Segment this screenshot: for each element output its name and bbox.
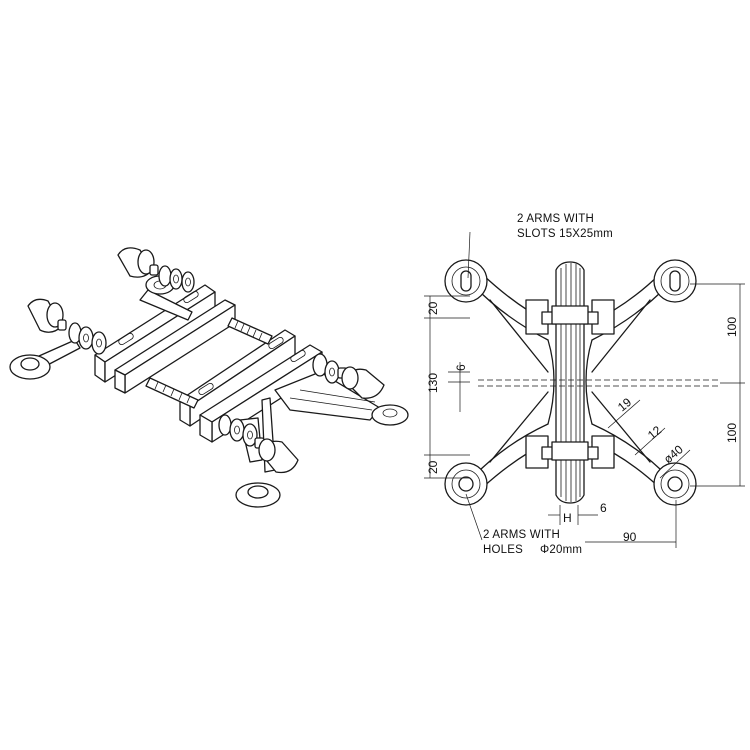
corner-boss-top-left	[444, 259, 488, 303]
holes-label-line2: HOLES	[483, 544, 523, 556]
arm-right	[274, 353, 409, 426]
slots-label-line1: 2 ARMS WITH	[517, 213, 594, 225]
slots-label-line2: SLOTS 15X25mm	[517, 228, 613, 240]
dim-20-bottom: 20	[426, 460, 440, 474]
arm-left	[9, 298, 107, 380]
dim-100-top: 100	[725, 317, 739, 337]
dim-19: 19	[615, 395, 634, 415]
dim-6-horizontal: 6	[600, 501, 607, 515]
central-hub	[551, 261, 589, 504]
dim-130: 130	[426, 373, 440, 393]
threaded-bolt-upper	[227, 317, 273, 345]
holes-size-label: Φ20mm	[540, 544, 582, 556]
dim-100-bottom: 100	[725, 423, 739, 443]
corner-boss-bottom-left	[444, 462, 488, 506]
dim-H: H	[563, 511, 572, 525]
dim-20-top: 20	[426, 301, 440, 315]
arm-lower	[218, 397, 299, 508]
dimension-lines	[424, 231, 745, 548]
corner-boss-top-right	[653, 259, 697, 303]
centerline	[478, 379, 720, 387]
arm-upper	[117, 247, 195, 321]
holes-label-line1: 2 ARMS WITH	[483, 529, 560, 541]
threaded-bolt-lower	[145, 377, 199, 409]
dim-12: 12	[645, 423, 664, 443]
dim-phi40: ø40	[661, 442, 686, 466]
orthographic-view: 20 130 6 20 100 100 19 12 ø40 6 H 90 2 A…	[424, 213, 745, 556]
front-plate	[179, 329, 296, 427]
dim-6-vertical: 6	[454, 364, 468, 371]
corner-boss-bottom-right	[653, 462, 697, 506]
dim-90: 90	[623, 530, 637, 544]
isometric-spider-fitting	[9, 247, 409, 508]
middle-plate	[114, 299, 236, 394]
callout-labels: 2 ARMS WITH SLOTS 15X25mm 2 ARMS WITH HO…	[483, 213, 613, 556]
